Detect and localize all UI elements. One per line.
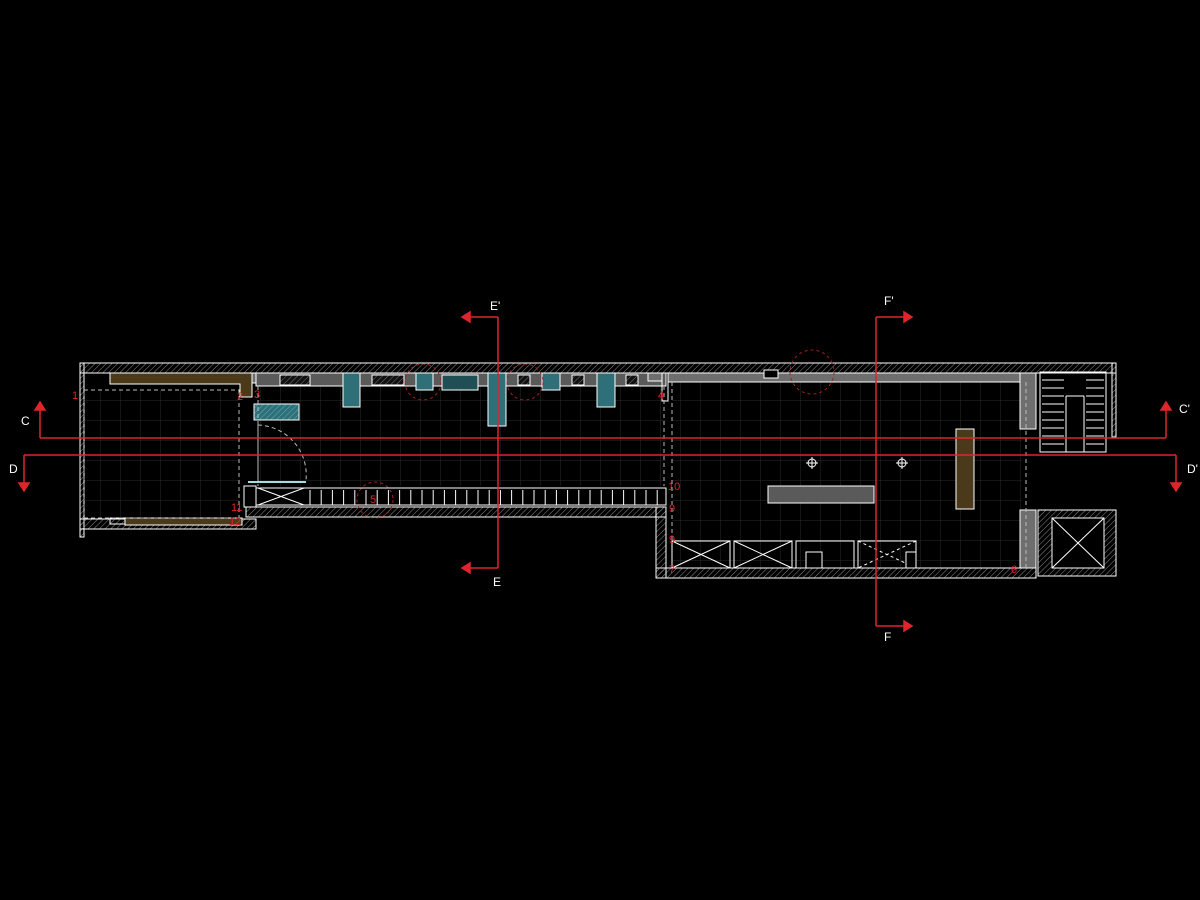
section-label-d-end: D' bbox=[1187, 462, 1198, 476]
point-number-9b: 9 bbox=[669, 534, 675, 546]
floor-grid bbox=[84, 382, 1022, 568]
section-label-f-top: F' bbox=[884, 294, 894, 308]
section-label-c-end: C' bbox=[1179, 402, 1190, 416]
point-number-7: 7 bbox=[669, 564, 675, 576]
point-number-1: 1 bbox=[72, 390, 78, 402]
point-number-6: 6 bbox=[1011, 564, 1017, 576]
section-lines bbox=[17, 310, 1183, 633]
point-number-12: 12 bbox=[229, 516, 241, 528]
light-circles bbox=[356, 349, 835, 519]
point-number-5: 5 bbox=[370, 494, 376, 506]
point-number-4: 4 bbox=[658, 390, 664, 402]
corridor-dashed-frame bbox=[257, 382, 1027, 568]
section-label-c-start: C bbox=[21, 414, 30, 428]
stair-block bbox=[1039, 371, 1107, 453]
elevator-block bbox=[1037, 509, 1117, 577]
point-number-9a: 9 bbox=[669, 503, 675, 515]
section-labels: C C' D D' E' E F' F bbox=[9, 294, 1198, 644]
point-number-3: 3 bbox=[254, 389, 260, 401]
crosshair-markers bbox=[806, 457, 908, 469]
section-label-f-bottom: F bbox=[884, 630, 891, 644]
section-label-d-start: D bbox=[9, 462, 18, 476]
point-numbers: 1 2 3 4 5 6 7 9 9 10 11 12 bbox=[72, 389, 1017, 576]
corridor-displays bbox=[253, 372, 669, 427]
bottom-cabinets bbox=[671, 540, 917, 569]
section-label-e-bottom: E bbox=[493, 575, 501, 589]
point-number-10: 10 bbox=[668, 481, 680, 493]
left-room-fixtures bbox=[83, 372, 253, 526]
point-number-2: 2 bbox=[237, 391, 243, 403]
section-label-e-top: E' bbox=[490, 299, 500, 313]
point-number-11: 11 bbox=[231, 502, 242, 514]
right-room-fixtures bbox=[763, 369, 975, 510]
corridor-rail bbox=[255, 487, 667, 506]
